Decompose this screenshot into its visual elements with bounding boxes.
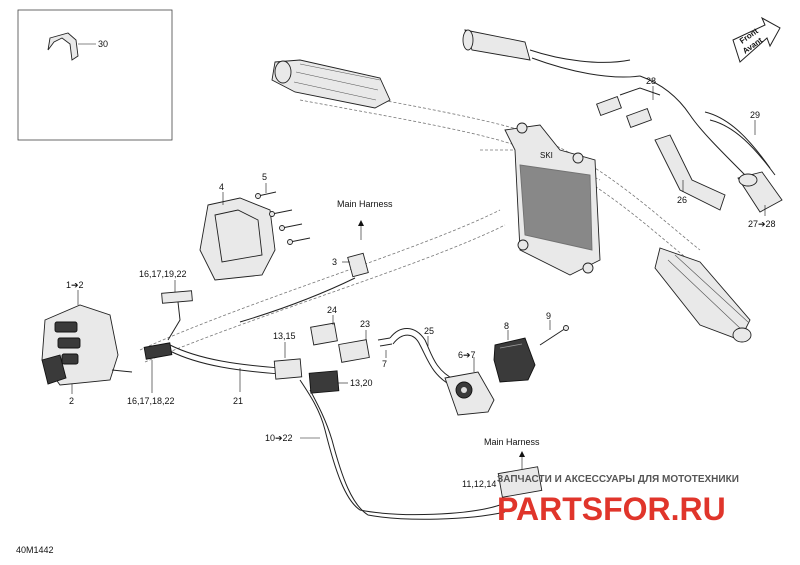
callout-11-12-14: 11,12,14 bbox=[462, 479, 496, 489]
callout-7: 7 bbox=[382, 359, 387, 369]
pin-9: 9 bbox=[539, 311, 569, 346]
callout-28: 28 bbox=[646, 76, 656, 86]
upper-harness-group: Main Harness 3 bbox=[239, 199, 393, 323]
switch-housing-1-2: 1➔2 2 bbox=[41, 280, 133, 406]
callout-2: 2 bbox=[69, 396, 74, 406]
right-grip bbox=[654, 247, 752, 343]
watermark-tagline: ЗАПЧАСТИ И АКСЕССУАРЫ ДЛЯ МОТОТЕХНИКИ bbox=[497, 474, 739, 485]
throttle-tube bbox=[462, 29, 641, 78]
harness-21: 21 bbox=[169, 344, 281, 406]
callout-27-28: 27➔28 bbox=[748, 219, 776, 229]
cable-25: 25 bbox=[389, 326, 456, 387]
screws-5: 5 bbox=[255, 172, 311, 245]
callout-4: 4 bbox=[219, 182, 224, 192]
front-arrow: Front Avant bbox=[732, 16, 781, 63]
callout-16-17-19-22: 16,17,19,22 bbox=[139, 269, 187, 279]
connector-13-15: 13,15 bbox=[273, 331, 303, 380]
callout-23: 23 bbox=[360, 319, 370, 329]
front-arrow-icon bbox=[732, 16, 781, 63]
callout-3: 3 bbox=[332, 257, 337, 267]
callout-13-20: 13,20 bbox=[350, 378, 373, 388]
handlebar-riser: SKI bbox=[504, 122, 601, 276]
svg-text:SKI: SKI bbox=[540, 151, 553, 160]
knob-8: 8 bbox=[493, 321, 536, 383]
connector-28: 28 bbox=[596, 75, 746, 176]
callout-9: 9 bbox=[546, 311, 551, 321]
connector-24: 24 bbox=[310, 305, 338, 346]
diagram-id: 40M1442 bbox=[16, 545, 54, 555]
callout-6-7: 6➔7 bbox=[458, 350, 476, 360]
callout-29: 29 bbox=[750, 110, 760, 120]
connector-16-17-18-22: 16,17,18,22 bbox=[127, 342, 175, 406]
callout-26: 26 bbox=[677, 195, 687, 205]
callout-10-22: 10➔22 bbox=[265, 433, 293, 443]
callout-21: 21 bbox=[233, 396, 243, 406]
callout-25: 25 bbox=[424, 326, 434, 336]
sleeve-26: 26 bbox=[654, 134, 726, 211]
sleeve-27-28: 27➔28 bbox=[737, 171, 783, 229]
connector-13-20: 13,20 bbox=[308, 370, 373, 394]
lower-harness-group: Main Harness 11,12,14 bbox=[462, 437, 543, 498]
clip-30-icon bbox=[47, 32, 79, 61]
callout-16-17-18-22: 16,17,18,22 bbox=[127, 396, 175, 406]
callout-24: 24 bbox=[327, 305, 337, 315]
watermark-brand: PARTSFOR.RU bbox=[497, 491, 726, 527]
callout-1-2: 1➔2 bbox=[66, 280, 84, 290]
callout-13-15: 13,15 bbox=[273, 331, 296, 341]
connector-16-17-19-22: 16,17,19,22 bbox=[139, 269, 193, 341]
callout-5: 5 bbox=[262, 172, 267, 182]
cable-29: 29 bbox=[704, 110, 776, 176]
left-grip bbox=[271, 59, 391, 109]
pins-7: 7 bbox=[377, 337, 393, 369]
watermark: ЗАПЧАСТИ И АКСЕССУАРЫ ДЛЯ МОТОТЕХНИКИ PA… bbox=[497, 474, 739, 527]
harness-10-22: 10➔22 bbox=[265, 379, 506, 520]
callout-8: 8 bbox=[504, 321, 509, 331]
lower-harness-label: Main Harness bbox=[484, 437, 540, 447]
housing-cover-4: 4 bbox=[199, 182, 276, 281]
inset-box-part-30: 30 bbox=[17, 9, 173, 141]
callout-30: 30 bbox=[98, 39, 108, 49]
connector-23: 23 bbox=[338, 319, 370, 363]
switch-6-7: 6➔7 bbox=[444, 350, 495, 416]
upper-harness-label: Main Harness bbox=[337, 199, 393, 209]
